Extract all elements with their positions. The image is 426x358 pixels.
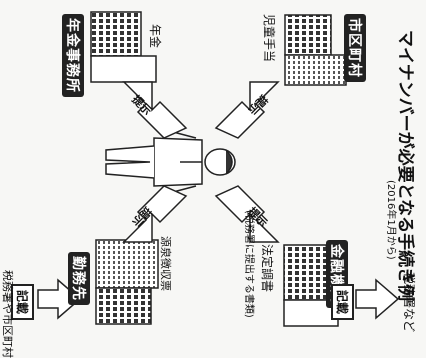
employer-procedure-label: 源泉徴収票 (159, 236, 172, 291)
record-arrow-employer (37, 278, 82, 320)
bank-record-box: 記載 (331, 284, 354, 321)
diagram-graphics (37, 11, 400, 327)
pension-office-label: 年金事務所 (62, 14, 84, 97)
diagram-title: マイナンバーが必要となる手続き例 (395, 30, 415, 302)
city-hall-label: 市区町村 (344, 14, 366, 82)
bank-procedure-label: 法定調書 (260, 244, 274, 293)
pension-procedure-label: 年金 (148, 24, 162, 49)
record-arrow-bank (355, 278, 400, 320)
diagram-subtitle: (2016年1月から) (385, 180, 396, 260)
diagram-rotated-content: マイナンバーが必要となる手続き例 (2016年1月から) 市区町村 児童手当 金… (1, 11, 416, 358)
city-hall-building-icon (284, 14, 347, 86)
employer-label: 勤務先 (68, 252, 90, 305)
person-icon (105, 127, 236, 197)
employer-destination-label: 税務署や市区町村 (1, 270, 14, 358)
pension-office-building-icon (90, 11, 157, 83)
bank-destination-label: 税務署など (402, 272, 416, 333)
employer-building-icon (95, 239, 159, 325)
city-procedure-label: 児童手当 (262, 14, 276, 63)
diagram: マイナンバーが必要となる手続き例 (2016年1月から) 市区町村 児童手当 金… (1, 11, 416, 358)
present-arrow-employer (122, 185, 188, 243)
present-arrow-bank (214, 185, 280, 243)
present-arrow-city (214, 81, 280, 139)
present-arrow-pension (122, 81, 188, 139)
